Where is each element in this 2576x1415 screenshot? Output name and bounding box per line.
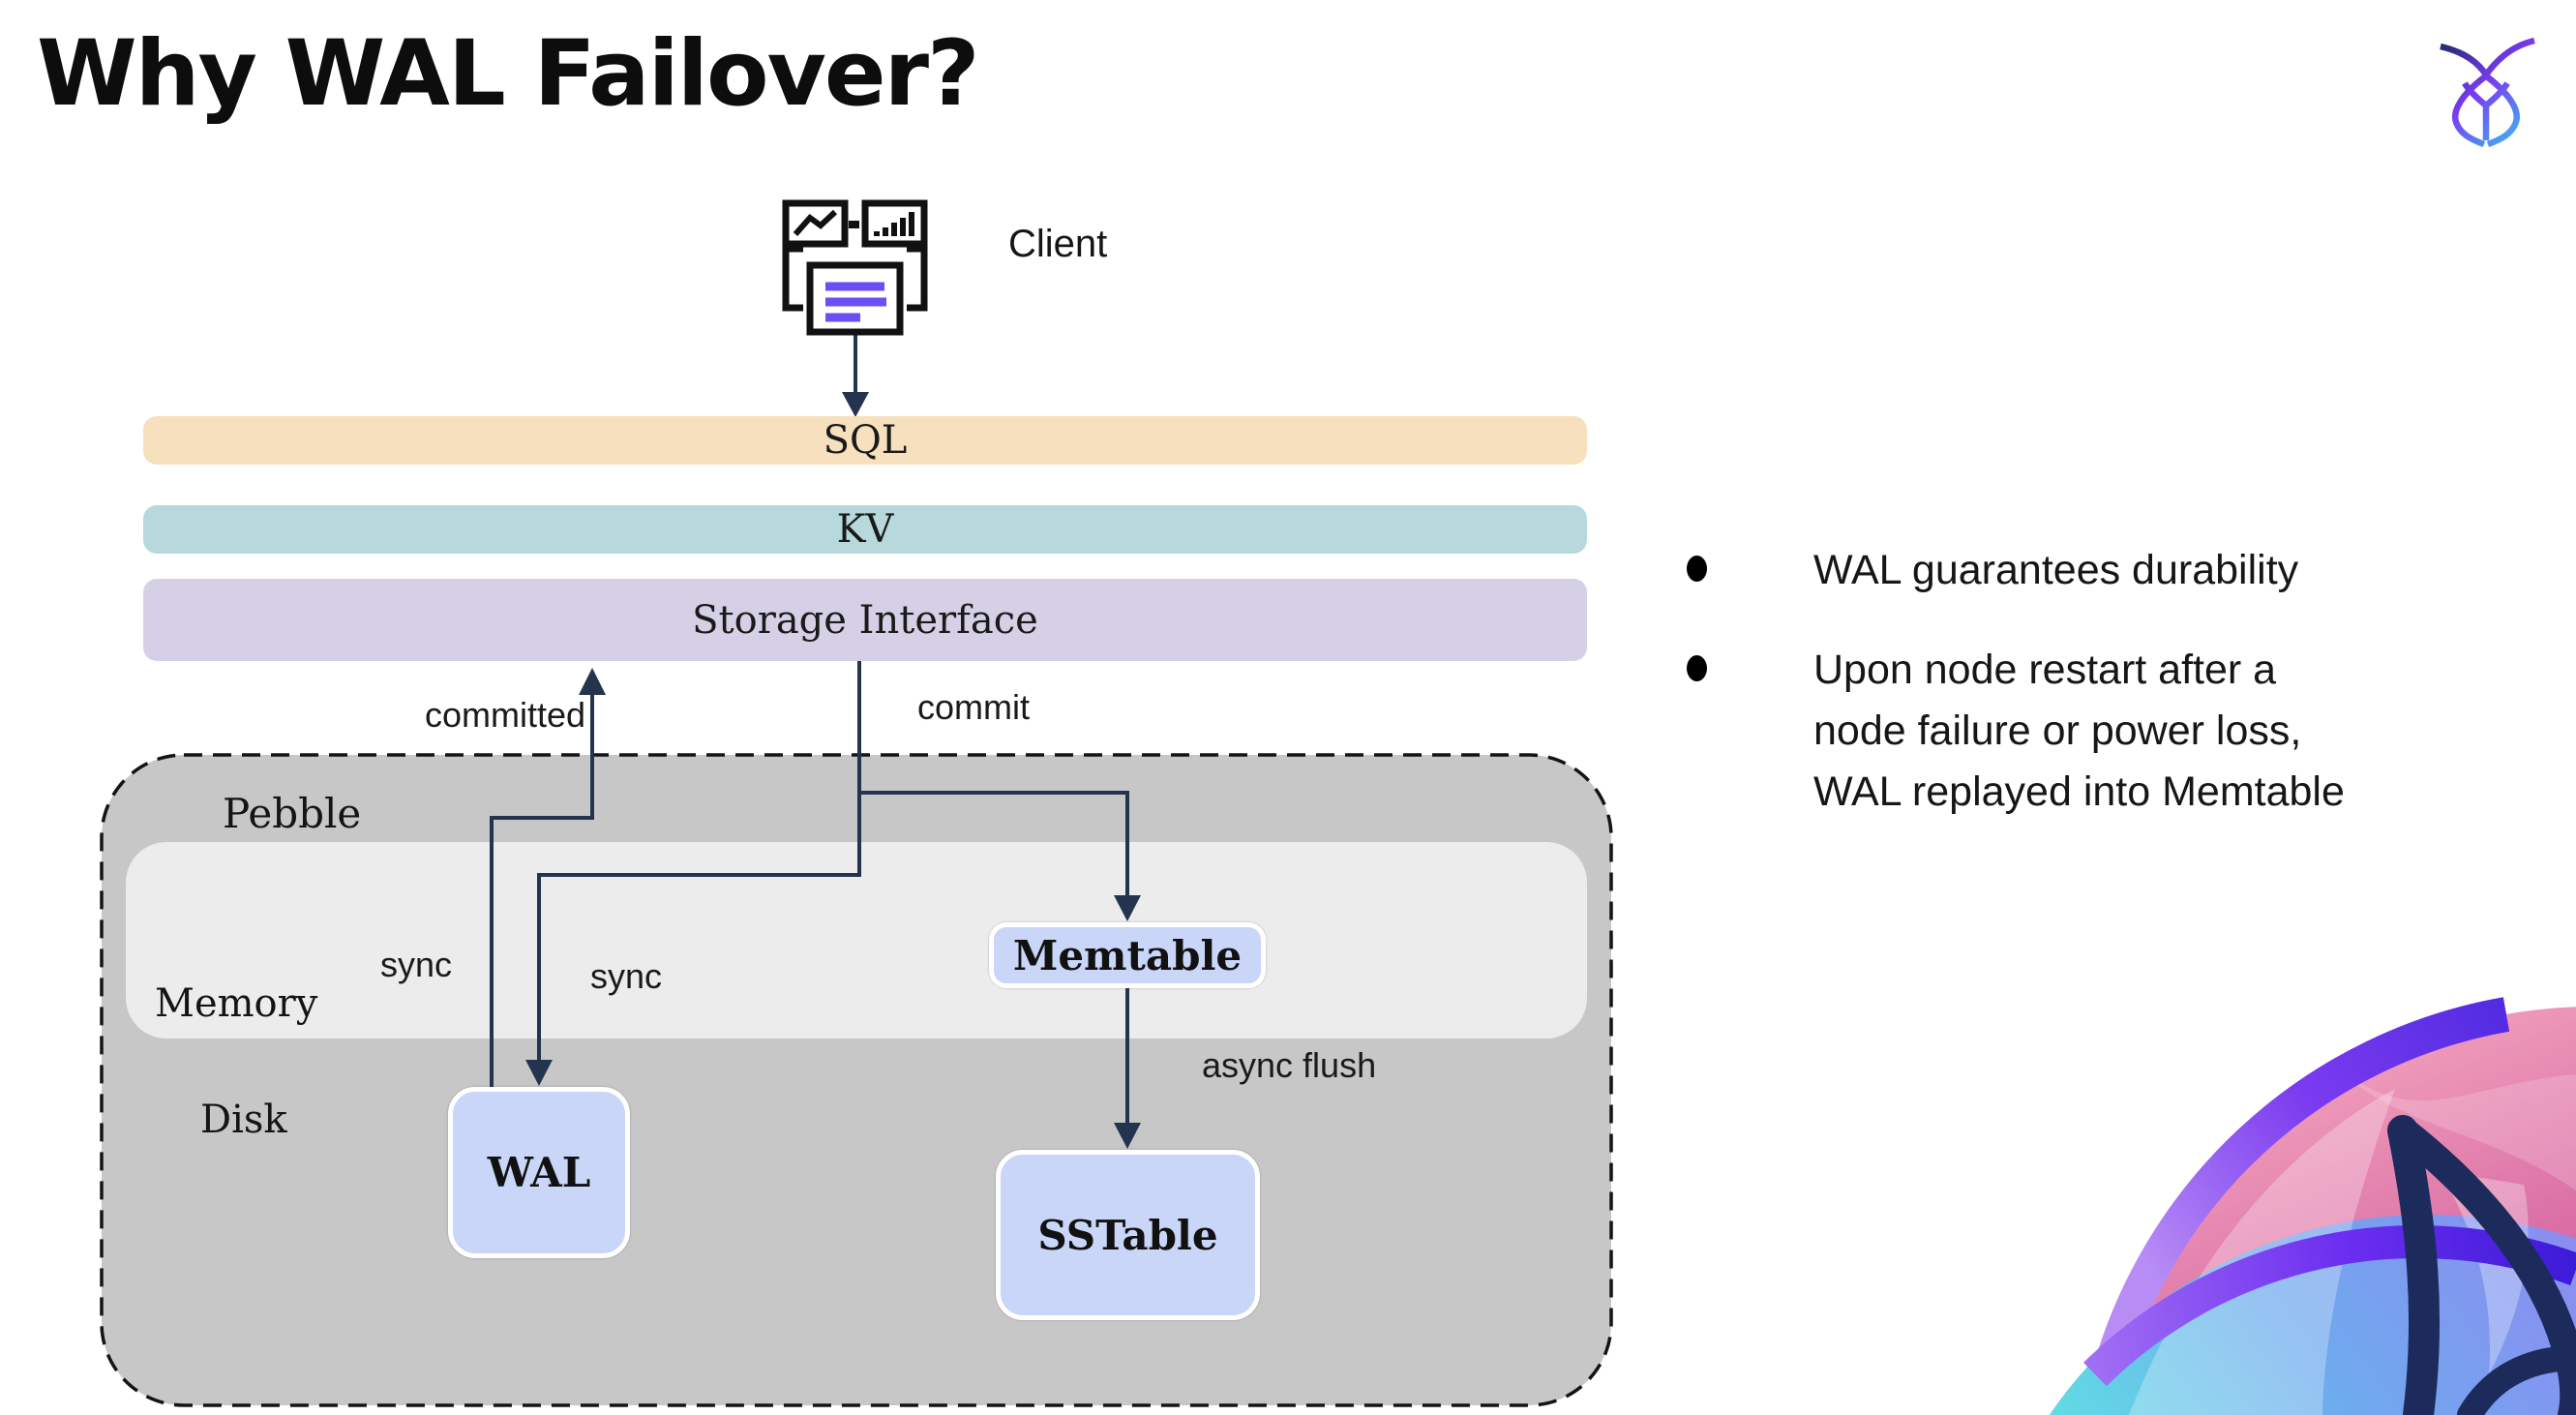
purple-ring-arc (2090, 997, 2510, 1384)
diagram-arrows (490, 334, 1129, 1125)
client-label: Client (1008, 223, 1108, 265)
page-title: Why WAL Failover? (37, 21, 980, 127)
list-item: WAL guarantees durability (1643, 540, 2562, 601)
pebble-container (100, 753, 1613, 1407)
client-dashboard-document-icon (782, 199, 928, 336)
layer-sql: SQL (143, 416, 1587, 465)
right-bracket-icon (907, 245, 928, 312)
left-bracket-icon (782, 245, 803, 312)
async-flush-label: async flush (1202, 1045, 1377, 1085)
sstable-node: SSTable (996, 1150, 1260, 1320)
memtable-node-label: Memtable (1012, 931, 1243, 979)
layer-kv: KV (143, 505, 1587, 554)
arrowheads (525, 392, 1141, 1149)
bullet-text: WAL guarantees durability (1813, 547, 2299, 593)
pebble-label: Pebble (223, 790, 362, 837)
commit-label: commit (917, 687, 1030, 727)
layer-sql-label: SQL (823, 418, 908, 463)
disk-label: Disk (200, 1098, 287, 1142)
layer-storage-interface-label: Storage Interface (692, 597, 1038, 643)
memory-label: Memory (155, 981, 318, 1026)
line-chart-icon (793, 209, 838, 236)
commit-to-wal-arrow (537, 661, 861, 1062)
cockroachdb-logo-icon (2440, 37, 2535, 148)
bullet-list: WAL guarantees durability Upon node rest… (1643, 540, 2562, 861)
memory-band (126, 842, 1587, 1039)
commit-to-memtable-arrow (859, 791, 1129, 897)
layer-storage-interface: Storage Interface (143, 579, 1587, 661)
wal-node-label: WAL (487, 1149, 591, 1196)
list-item: Upon node restart after a node failure o… (1643, 640, 2562, 823)
sstable-node-label: SSTable (1037, 1211, 1218, 1259)
bullet-dot (1687, 556, 1707, 582)
bullet-text: Upon node restart after a node failure o… (1813, 647, 2345, 815)
layer-kv-label: KV (836, 507, 894, 552)
sync-left-label: sync (380, 945, 453, 984)
brand-sphere-art (2049, 997, 2576, 1415)
dark-vein-strokes (2387, 1115, 2576, 1415)
blue-sphere (2049, 1215, 2576, 1415)
committed-label: committed (424, 695, 585, 735)
sync-right-label: sync (590, 956, 663, 996)
committed-arrow (490, 693, 594, 1087)
wal-node: WAL (448, 1087, 630, 1258)
bullet-dot (1687, 655, 1707, 681)
memtable-node: Memtable (989, 922, 1266, 988)
